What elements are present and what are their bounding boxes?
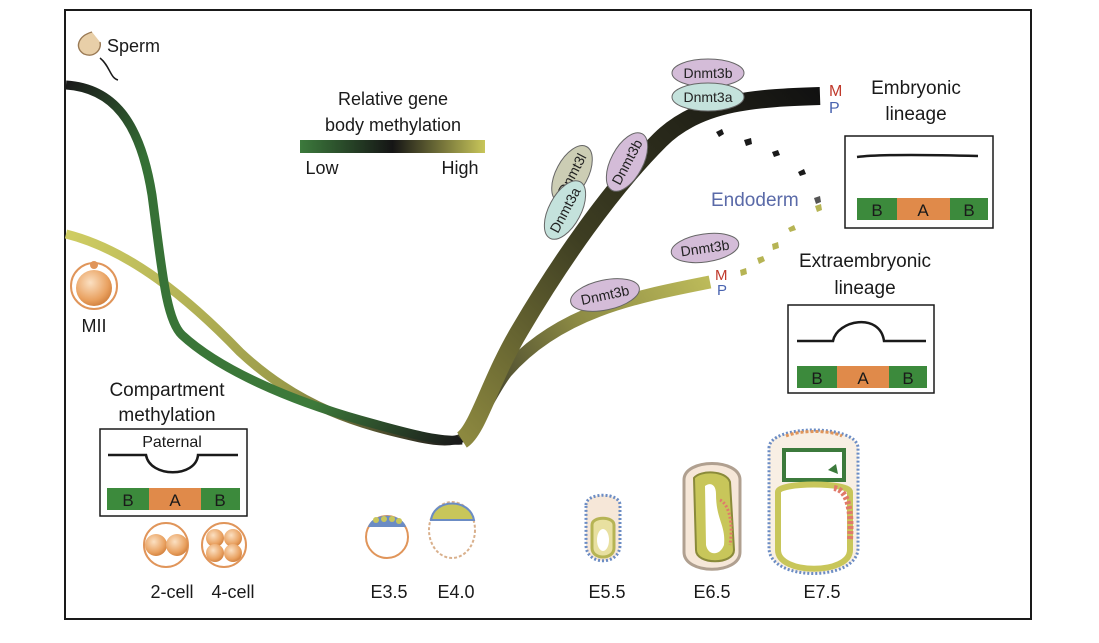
extraembryonic-lineage-title-2: lineage [834,278,895,299]
e75-embryo-icon [767,428,860,575]
extraembryonic-lineage-title-1: Extraembryonic [799,251,931,272]
embryonic-m-marker: M [829,83,842,100]
legend-title-line1: Relative gene [338,89,448,109]
figure-frame [64,9,1032,620]
compartment-b-label: B [902,369,913,388]
svg-text:Dnmt3a: Dnmt3a [683,89,732,105]
legend-title-line2: body methylation [325,115,461,135]
stage-label-e55: E5.5 [588,582,625,602]
legend-gradient-bar [300,140,485,153]
svg-text:Dnmt3b: Dnmt3b [683,65,732,81]
compartment-b-label: B [122,491,133,510]
compartment-a-label: A [917,201,929,220]
compartment-a-label: A [857,369,869,388]
e65-embryo-icon [682,462,742,571]
stage-label-e40: E4.0 [437,582,474,602]
mii-label: MII [82,316,107,336]
sperm-icon [77,31,119,81]
compartment-methylation-title-2: methylation [118,405,215,426]
compartment-b-label: B [214,491,225,510]
svg-text:Dnmt3b: Dnmt3b [680,237,731,260]
paternal-methylation-curve [65,80,463,445]
embryonic-lineage-title-1: Embryonic [871,78,961,99]
compartment-a-label: A [169,491,181,510]
two-cell-embryo-icon [143,522,189,568]
stage-label-e65: E6.5 [693,582,730,602]
stage-label-2cell: 2-cell [150,582,193,602]
four-cell-embryo-icon [201,522,247,568]
sperm-label: Sperm [107,36,160,56]
extraembryonic-p-marker: P [717,282,727,299]
paternal-compartment-panel: Paternal B A B [99,428,248,517]
e55-embryo-icon [584,493,622,563]
compartment-methylation-title-1: Compartment [109,380,225,401]
compartment-b-label: B [871,201,882,220]
compartment-b-label: B [811,369,822,388]
compartment-b-label: B [963,201,974,220]
migrating-cells [716,129,822,276]
mii-oocyte-icon [70,261,118,310]
embryonic-compartment-panel: B A B [844,135,994,229]
enzyme-dnmt3b: Dnmt3b [670,232,740,264]
embryonic-lineage-title-2: lineage [885,104,946,125]
legend-high-label: High [441,158,478,178]
embryonic-p-marker: P [829,100,840,117]
paternal-label: Paternal [142,434,202,451]
stage-label-e35: E3.5 [370,582,407,602]
e40-blastocyst-icon [428,501,476,559]
e35-blastocyst-icon [365,515,409,559]
enzyme-dnmt3a: Dnmt3a [671,82,745,112]
stage-label-4cell: 4-cell [211,582,254,602]
extraembryonic-compartment-panel: B A B [787,304,935,394]
extraembryonic-m-marker: M [715,267,728,284]
endoderm-label: Endoderm [711,190,799,211]
legend-low-label: Low [305,158,339,178]
stage-label-e75: E7.5 [803,582,840,602]
enzyme-dnmt3b: Dnmt3b [570,278,640,312]
